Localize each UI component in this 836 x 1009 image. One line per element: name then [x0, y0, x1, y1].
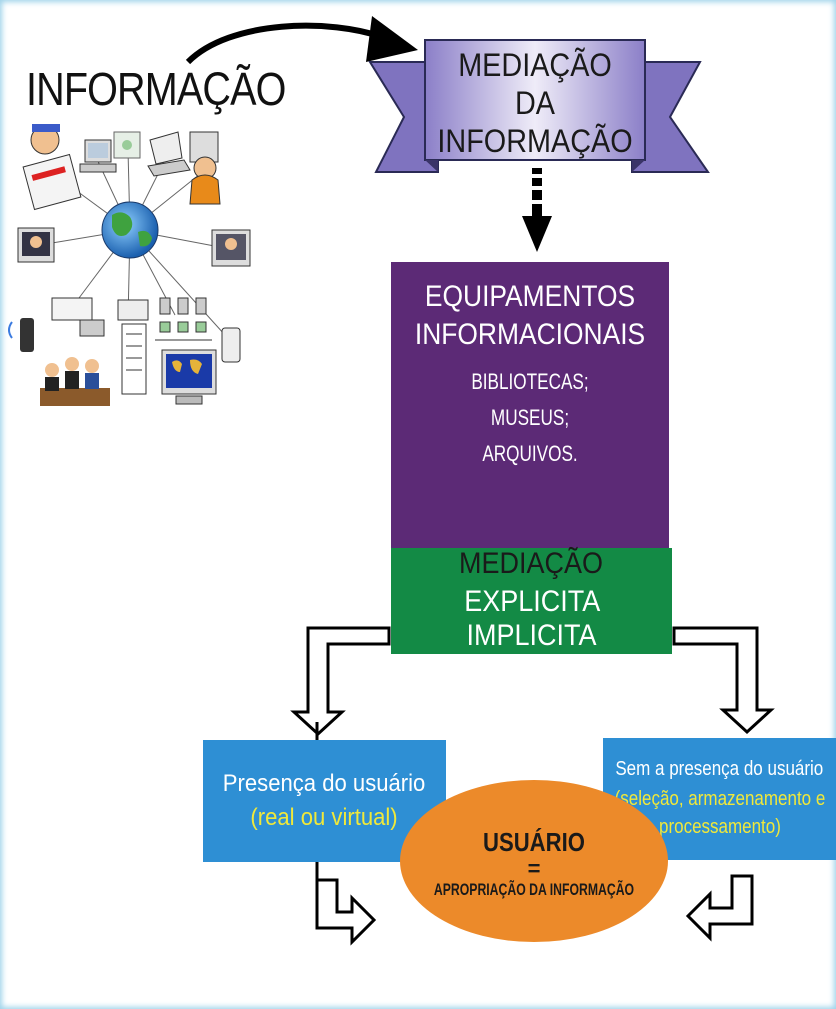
mediation-banner-ribbon: [368, 39, 710, 173]
equipment-box: EQUIPAMENTOS INFORMACIONAIS BIBLIOTECAS;…: [391, 262, 669, 548]
user-title: USUÁRIO: [483, 826, 585, 857]
presence-main-text: Presença do usuário: [223, 770, 426, 797]
world-map-monitor-icon: [161, 349, 217, 405]
equipment-item-bibliotecas: BIBLIOTECAS;: [471, 369, 589, 394]
user-at-computer-icon: [189, 131, 221, 205]
mediation-box: MEDIAÇÃO EXPLICITA IMPLICITA: [391, 547, 672, 654]
computer-icon: [79, 139, 117, 173]
equipment-title: EQUIPAMENTOS INFORMACIONAIS: [408, 278, 653, 354]
video-monitor-icon: [17, 227, 55, 263]
server-network-icon: [155, 297, 212, 341]
equipment-item-arquivos: ARQUIVOS.: [482, 441, 578, 466]
globe-icon: [101, 201, 159, 259]
down-arrow-dashed: [522, 168, 552, 252]
equipment-item-museus: MUSEUS;: [490, 405, 570, 430]
mediation-types: EXPLICITA IMPLICITA: [405, 585, 658, 653]
video-monitor-icon: [211, 229, 251, 267]
user-equals-sign: =: [527, 855, 541, 881]
network-nodes-icon: [113, 131, 141, 159]
documents-icon: [117, 299, 149, 395]
people-meeting-icon: [40, 357, 110, 406]
banner-line-2: INFORMAÇÃO: [437, 123, 633, 159]
absence-sub-text: (seleção, armazenamento e processamento): [614, 785, 825, 841]
absence-sub-line-2: processamento): [658, 815, 781, 838]
curved-arrow: [185, 22, 387, 65]
mediation-title: MEDIAÇÃO: [459, 547, 604, 580]
left-branch-arrow: [290, 626, 391, 737]
absence-sub-line-1: (seleção, armazenamento e: [614, 787, 825, 810]
fax-icon: [51, 297, 105, 337]
bottom-right-arrow: [685, 874, 754, 942]
newspaper-icon: [22, 124, 82, 211]
laptop-icon: [147, 131, 191, 177]
banner-line-1: MEDIAÇÃO DA: [458, 47, 612, 121]
mediation-banner: MEDIAÇÃO DA INFORMAÇÃO: [437, 47, 632, 159]
presence-sub-text: (real ou virtual): [250, 804, 399, 831]
equipment-title-line-1: EQUIPAMENTOS: [424, 280, 636, 313]
absence-main-text: Sem a presença do usuário: [615, 757, 824, 780]
mediation-explicit: EXPLICITA: [464, 585, 599, 618]
mobile-phone-icon: [8, 318, 34, 352]
curved-arrowhead-icon: [366, 16, 418, 62]
user-subtitle: APROPRIAÇÃO DA INFORMAÇÃO: [433, 879, 635, 899]
information-label: INFORMAÇÃO: [26, 63, 286, 115]
right-branch-arrow: [672, 626, 775, 735]
equipment-list: BIBLIOTECAS; MUSEUS; ARQUIVOS.: [422, 364, 639, 472]
equipment-title-line-2: INFORMACIONAIS: [414, 318, 646, 351]
mediation-implicit: IMPLICITA: [466, 619, 597, 652]
handheld-device-icon: [221, 327, 241, 363]
user-oval: USUÁRIO = APROPRIAÇÃO DA INFORMAÇÃO: [400, 780, 668, 942]
